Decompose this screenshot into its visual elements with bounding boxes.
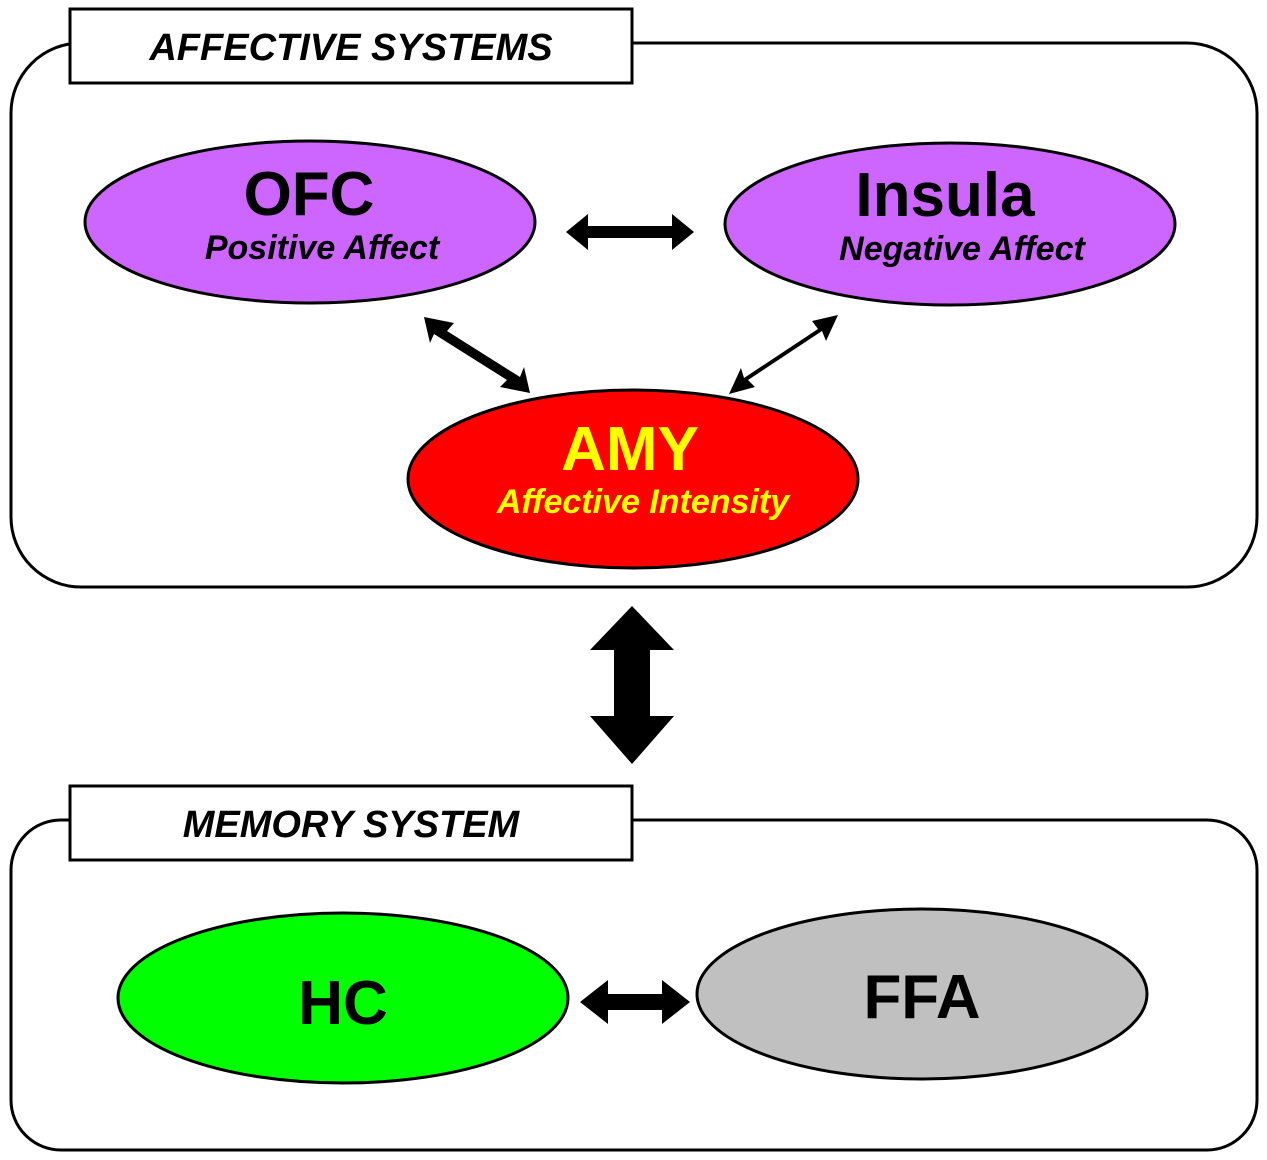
insula-node: Insula Negative Affect xyxy=(723,141,1177,307)
hc-name: HC xyxy=(298,969,388,1038)
ofc-subtitle: Positive Affect xyxy=(205,229,441,267)
ffa-ellipse xyxy=(695,907,1149,1081)
ffa-node: FFA xyxy=(695,907,1149,1081)
affective-panel-title: AFFECTIVE SYSTEMS xyxy=(148,27,552,69)
ofc-ellipse xyxy=(83,139,537,305)
insula-name: Insula xyxy=(855,161,1035,230)
affective-memory-arrow xyxy=(590,606,674,764)
ofc-name: OFC xyxy=(244,160,375,229)
memory-panel-title-box xyxy=(68,784,634,862)
memory-panel-title: MEMORY SYSTEM xyxy=(183,804,521,846)
amy-node: AMY Affective Intensity xyxy=(406,388,860,570)
hc-node: HC xyxy=(116,911,570,1085)
ofc-amy-arrow xyxy=(424,317,530,393)
hc-ffa-arrow xyxy=(580,980,690,1024)
ffa-name: FFA xyxy=(863,963,980,1032)
affective-panel-title-box xyxy=(68,7,634,85)
ofc-insula-arrow xyxy=(566,214,694,250)
insula-amy-arrow xyxy=(729,315,838,394)
amy-ellipse xyxy=(406,388,860,570)
ofc-node: OFC Positive Affect xyxy=(83,139,537,305)
hc-ellipse xyxy=(116,911,570,1085)
insula-subtitle: Negative Affect xyxy=(839,230,1086,268)
amy-subtitle: Affective Intensity xyxy=(496,483,791,521)
insula-ellipse xyxy=(723,141,1177,307)
amy-name: AMY xyxy=(561,415,699,484)
